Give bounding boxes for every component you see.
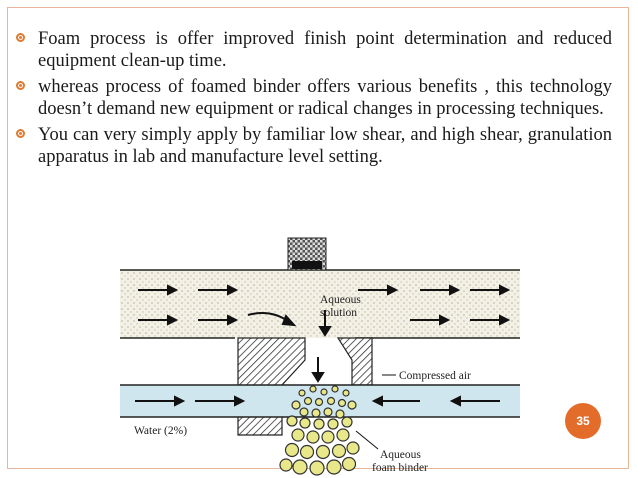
bullet-text: You can very simply apply by familiar lo… bbox=[38, 125, 612, 167]
label-compressed-air: Compressed air bbox=[399, 370, 471, 382]
bullet-text: whereas process of foamed binder offers … bbox=[38, 77, 612, 119]
label-water: Water (2%) bbox=[134, 425, 187, 437]
page-number-badge: 35 bbox=[565, 403, 601, 439]
solution-arrows bbox=[311, 310, 332, 383]
pointer-lines bbox=[355, 374, 396, 450]
ring-bullet-icon bbox=[16, 81, 25, 90]
bullet-item: Foam process is offer improved finish po… bbox=[14, 28, 612, 72]
ring-bullet-icon bbox=[16, 129, 25, 138]
label-foam-binder-2: foam binder bbox=[372, 462, 428, 474]
ring-bullet-icon bbox=[16, 33, 25, 42]
bullet-item: whereas process of foamed binder offers … bbox=[14, 76, 612, 120]
bullet-list: Foam process is offer improved finish po… bbox=[14, 28, 612, 172]
foam-granulation-diagram: Aqueous solution Compressed air Water (2… bbox=[120, 237, 520, 476]
bullet-item: You can very simply apply by familiar lo… bbox=[14, 124, 612, 168]
label-aqueous-solution-1: Aqueous bbox=[320, 294, 361, 306]
water-arrows bbox=[135, 395, 500, 407]
bullet-text: Foam process is offer improved finish po… bbox=[38, 29, 612, 71]
label-foam-binder-1: Aqueous bbox=[380, 449, 421, 461]
label-aqueous-solution-2: solution bbox=[320, 307, 357, 319]
injector-block bbox=[287, 237, 327, 271]
flow-arrows-upper bbox=[138, 284, 511, 327]
foam-bubbles bbox=[279, 385, 360, 476]
